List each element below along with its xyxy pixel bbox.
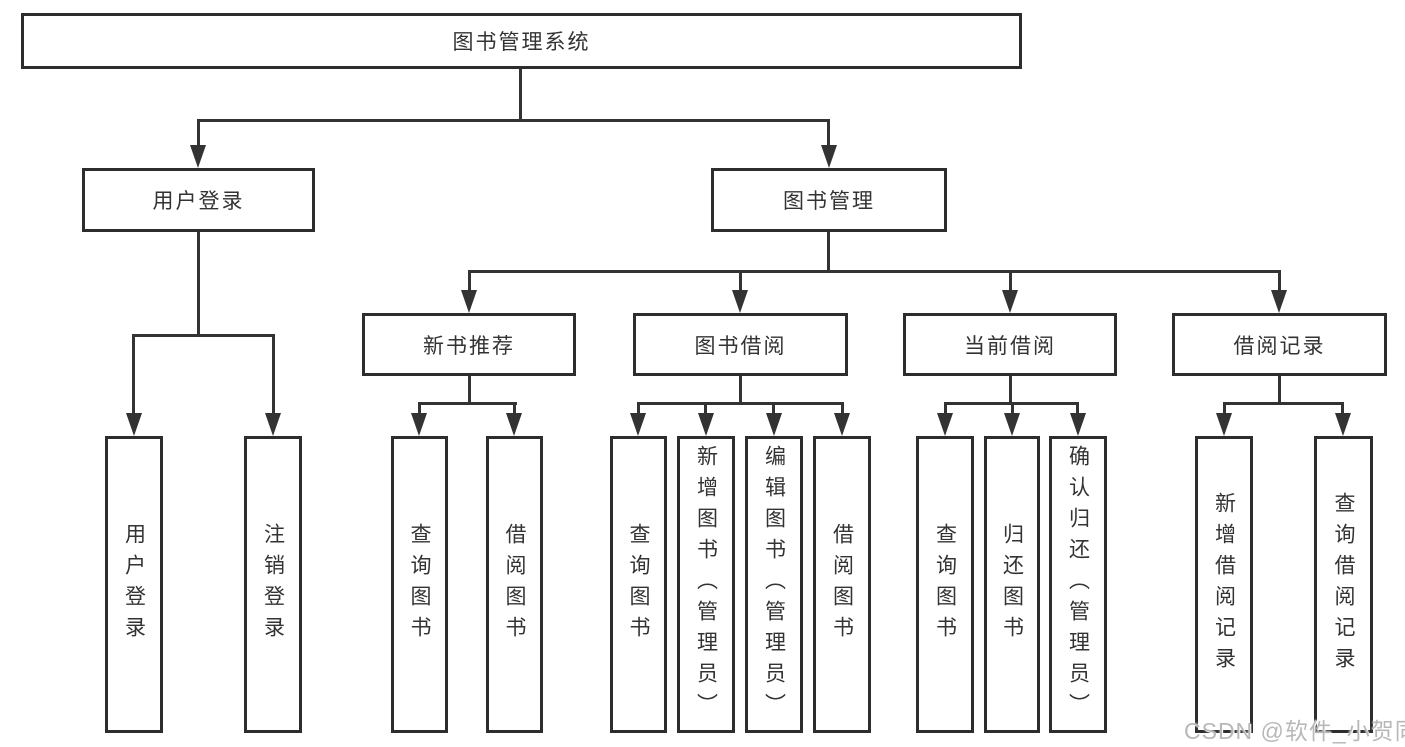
line: [132, 334, 275, 337]
arrowhead-down-icon: [766, 413, 782, 436]
node-borrowing-records-label: 借阅记录: [1233, 334, 1326, 358]
arrowhead-down-icon: [1216, 413, 1232, 436]
leaf-edit-books-admin-label: 编辑图书（管理员）: [762, 445, 786, 724]
line: [418, 402, 517, 405]
leaf-query-books-current-label: 查询图书: [933, 522, 957, 647]
node-current-borrowing-label: 当前借阅: [964, 334, 1056, 358]
leaf-query-books-borrowing-label: 查询图书: [627, 522, 651, 647]
line: [513, 402, 516, 417]
leaf-query-books-borrowing: 查询图书: [610, 436, 667, 733]
line: [197, 232, 200, 337]
leaf-borrow-books-borrowing-label: 借阅图书: [830, 522, 854, 647]
line: [272, 334, 275, 416]
line: [944, 402, 947, 417]
leaf-add-borrow-record-label: 新增借阅记录: [1212, 491, 1236, 678]
arrowhead-down-icon: [937, 413, 953, 436]
arrowhead-down-icon: [1002, 290, 1018, 313]
node-borrowing-records: 借阅记录: [1172, 313, 1387, 376]
leaf-query-borrow-record: 查询借阅记录: [1314, 436, 1373, 733]
watermark: CSDN @软件_小贺同学: [1184, 718, 1405, 744]
line: [739, 376, 742, 405]
leaf-add-books-admin-label: 新增图书（管理员）: [694, 445, 718, 724]
leaf-borrow-books-borrowing: 借阅图书: [813, 436, 871, 733]
arrowhead-down-icon: [1070, 413, 1086, 436]
arrowhead-down-icon: [126, 413, 142, 436]
leaf-return-books-label: 归还图书: [1000, 522, 1024, 647]
leaf-borrow-books-recommend-label: 借阅图书: [503, 522, 527, 647]
line: [468, 376, 471, 405]
node-user-login-label: 用户登录: [152, 190, 245, 213]
node-book-management-label: 图书管理: [783, 190, 875, 213]
line: [132, 334, 135, 416]
node-new-book-recommendation-label: 新书推荐: [423, 334, 515, 358]
line: [772, 402, 775, 417]
leaf-user-login-label: 用户登录: [122, 522, 146, 647]
line: [418, 402, 421, 417]
leaf-query-books-recommend-label: 查询图书: [408, 522, 432, 647]
node-book-borrowing: 图书借阅: [633, 313, 848, 376]
line: [1278, 270, 1281, 293]
node-new-book-recommendation: 新书推荐: [362, 313, 576, 376]
arrowhead-down-icon: [698, 413, 714, 436]
line: [468, 270, 1281, 273]
line: [1076, 402, 1079, 417]
line: [197, 119, 830, 122]
line: [827, 232, 830, 273]
arrowhead-down-icon: [821, 145, 837, 168]
leaf-borrow-books-recommend: 借阅图书: [486, 436, 543, 733]
line: [1009, 376, 1012, 405]
line: [1009, 270, 1012, 293]
leaf-edit-books-admin: 编辑图书（管理员）: [745, 436, 803, 733]
leaf-query-books-current: 查询图书: [916, 436, 974, 733]
node-current-borrowing: 当前借阅: [903, 313, 1117, 376]
leaf-query-borrow-record-label: 查询借阅记录: [1332, 491, 1356, 678]
leaf-confirm-return-admin: 确认归还（管理员）: [1049, 436, 1107, 733]
arrowhead-down-icon: [1004, 413, 1020, 436]
line: [1223, 402, 1344, 405]
line: [1278, 376, 1281, 405]
leaf-logout: 注销登录: [244, 436, 302, 733]
line: [637, 402, 640, 417]
node-root-label: 图书管理系统: [452, 31, 591, 54]
line: [1341, 402, 1344, 417]
line: [739, 270, 742, 293]
arrowhead-down-icon: [506, 413, 522, 436]
line: [704, 402, 707, 417]
leaf-return-books: 归还图书: [984, 436, 1040, 733]
leaf-confirm-return-admin-label: 确认归还（管理员）: [1066, 445, 1090, 724]
arrowhead-down-icon: [1271, 290, 1287, 313]
line: [468, 270, 471, 293]
arrowhead-down-icon: [1335, 413, 1351, 436]
arrowhead-down-icon: [190, 145, 206, 168]
leaf-user-login: 用户登录: [105, 436, 163, 733]
node-book-management: 图书管理: [711, 168, 947, 232]
leaf-query-books-recommend: 查询图书: [391, 436, 448, 733]
arrowhead-down-icon: [834, 413, 850, 436]
line: [827, 119, 830, 149]
leaf-add-books-admin: 新增图书（管理员）: [677, 436, 735, 733]
line: [519, 69, 522, 120]
arrowhead-down-icon: [630, 413, 646, 436]
arrowhead-down-icon: [732, 290, 748, 313]
line: [197, 119, 200, 149]
leaf-add-borrow-record: 新增借阅记录: [1195, 436, 1253, 733]
arrowhead-down-icon: [461, 290, 477, 313]
line: [841, 402, 844, 417]
line: [1223, 402, 1226, 417]
line: [637, 402, 844, 405]
node-user-login: 用户登录: [82, 168, 315, 232]
node-book-borrowing-label: 图书借阅: [694, 334, 787, 358]
node-root: 图书管理系统: [21, 13, 1022, 69]
arrowhead-down-icon: [265, 413, 281, 436]
arrowhead-down-icon: [411, 413, 427, 436]
line: [1011, 402, 1014, 417]
leaf-logout-label: 注销登录: [261, 522, 285, 647]
